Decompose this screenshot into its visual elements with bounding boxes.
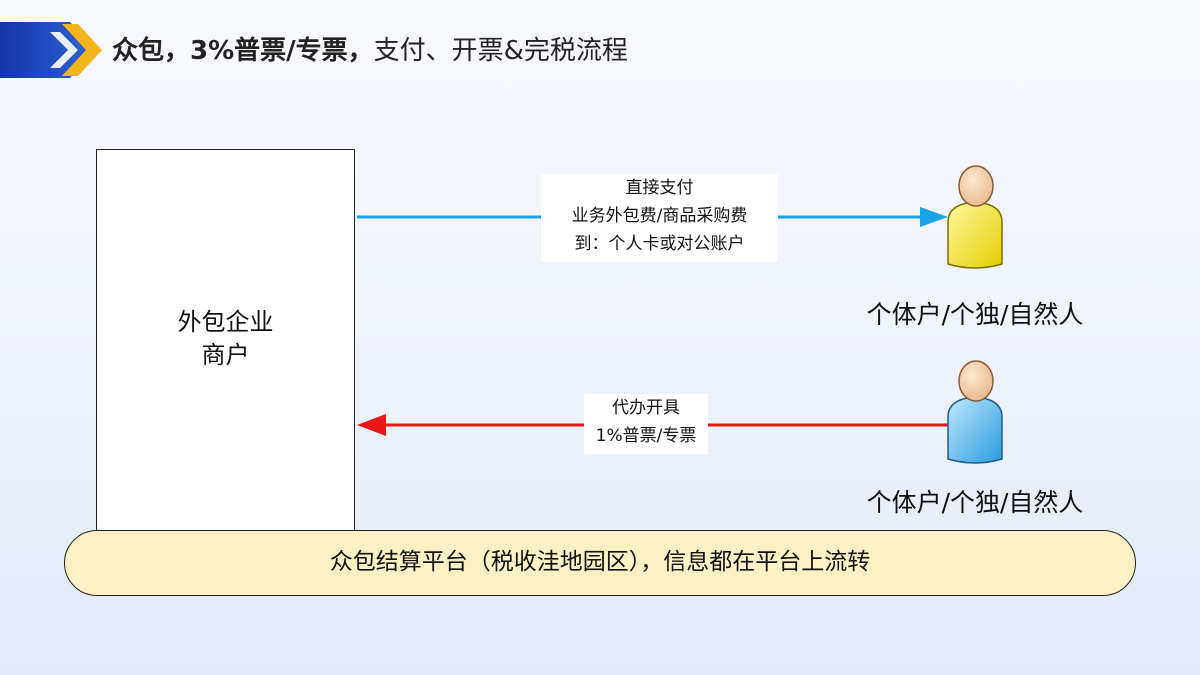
page-title: 众包，3%普票/专票，支付、开票&完税流程: [112, 33, 628, 69]
enterprise-label-line1: 外包企业: [177, 308, 274, 336]
enterprise-box: [96, 149, 355, 539]
title-rest: 支付、开票&完税流程: [373, 36, 628, 66]
invoice-label-line2: 1%普票/专票: [595, 426, 697, 446]
person-yellow-icon: [947, 165, 1003, 269]
enterprise-label: 外包企业 商户: [96, 306, 355, 372]
invoice-arrowhead-icon: [357, 414, 386, 436]
enterprise-label-line2: 商户: [201, 341, 250, 369]
chevron-logo-icon: [0, 22, 102, 78]
payment-arrowhead-icon: [920, 207, 948, 227]
person-label-1: 个体户/个独/自然人: [866, 300, 1084, 329]
payment-label-line3: 到：个人卡或对公账户: [574, 234, 745, 254]
payment-label-line1: 直接支付: [625, 178, 694, 198]
payment-label: 直接支付 业务外包费/商品采购费 到：个人卡或对公账户: [541, 174, 778, 262]
platform-banner: 众包结算平台（税收洼地园区），信息都在平台上流转: [64, 530, 1136, 596]
payment-label-line2: 业务外包费/商品采购费: [571, 206, 748, 226]
title-bold: 众包，3%普票/专票，: [112, 36, 374, 66]
person-label-2: 个体户/个独/自然人: [866, 488, 1084, 517]
person-blue-icon: [947, 360, 1003, 464]
invoice-label: 代办开具 1%普票/专票: [584, 394, 708, 454]
invoice-label-line1: 代办开具: [612, 398, 680, 418]
